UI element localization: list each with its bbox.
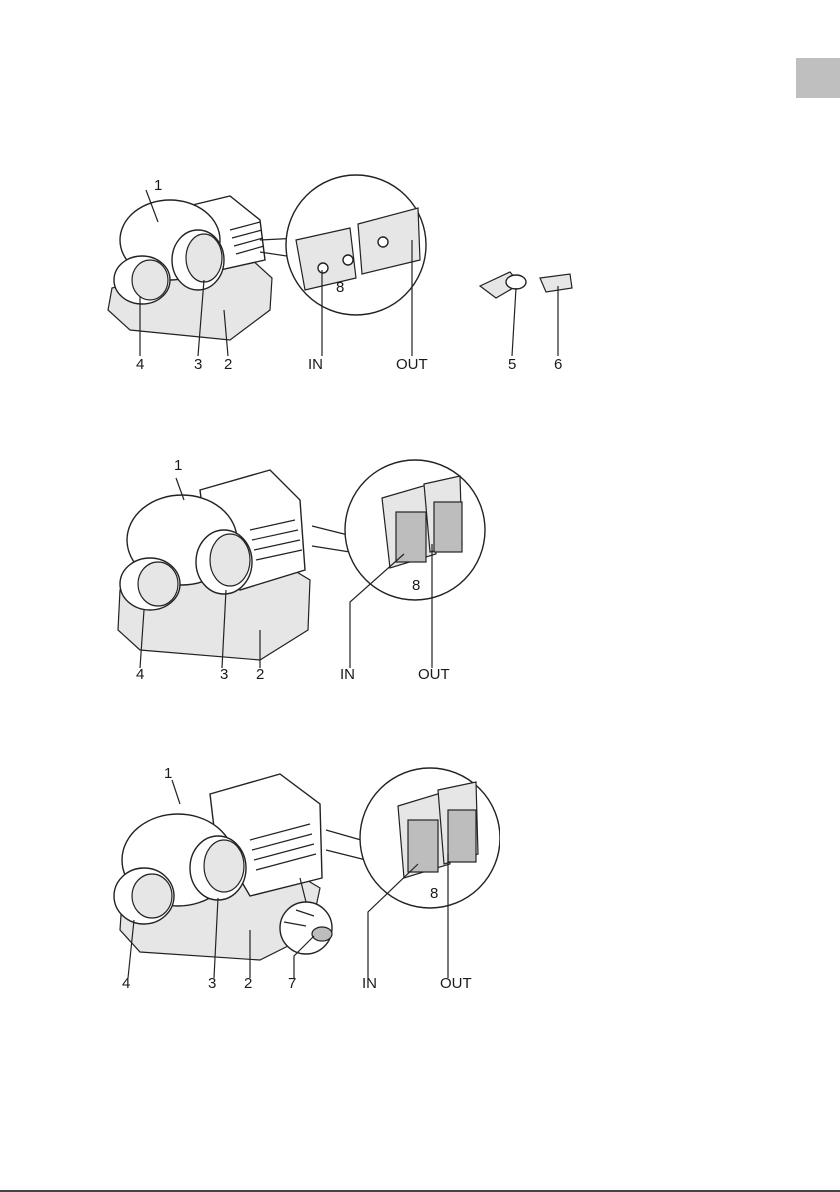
label-base: 2 (256, 667, 264, 683)
label-connector: 8 (430, 886, 438, 902)
figure-a: 1 8 4 3 2 IN OUT 5 6 (100, 160, 600, 380)
label-adapter-b: 6 (554, 357, 562, 373)
figure-c: 1 8 4 3 2 7 IN OUT (100, 760, 500, 995)
label-head-left: 4 (136, 667, 144, 683)
label-base: 2 (224, 357, 232, 373)
label-housing: 1 (154, 178, 162, 194)
label-housing: 1 (164, 766, 172, 782)
label-fixing: 7 (288, 976, 296, 992)
label-outlet: OUT (440, 976, 472, 992)
label-housing: 1 (174, 458, 182, 474)
label-head-right: 3 (194, 357, 202, 373)
label-outlet: OUT (396, 357, 428, 373)
label-outlet: OUT (418, 667, 450, 683)
figure-a-drawing (100, 160, 600, 380)
label-inlet: IN (308, 357, 323, 373)
label-connector: 8 (412, 578, 420, 594)
label-head-left: 4 (136, 357, 144, 373)
label-adapter-a: 5 (508, 357, 516, 373)
figure-c-drawing (100, 760, 500, 995)
label-base: 2 (244, 976, 252, 992)
label-inlet: IN (362, 976, 377, 992)
figure-b: 1 8 4 3 2 IN OUT (100, 450, 500, 685)
language-tab (796, 58, 840, 98)
label-head-right: 3 (208, 976, 216, 992)
label-head-right: 3 (220, 667, 228, 683)
label-connector: 8 (336, 280, 344, 296)
figure-b-drawing (100, 450, 500, 685)
label-head-left: 4 (122, 976, 130, 992)
label-inlet: IN (340, 667, 355, 683)
